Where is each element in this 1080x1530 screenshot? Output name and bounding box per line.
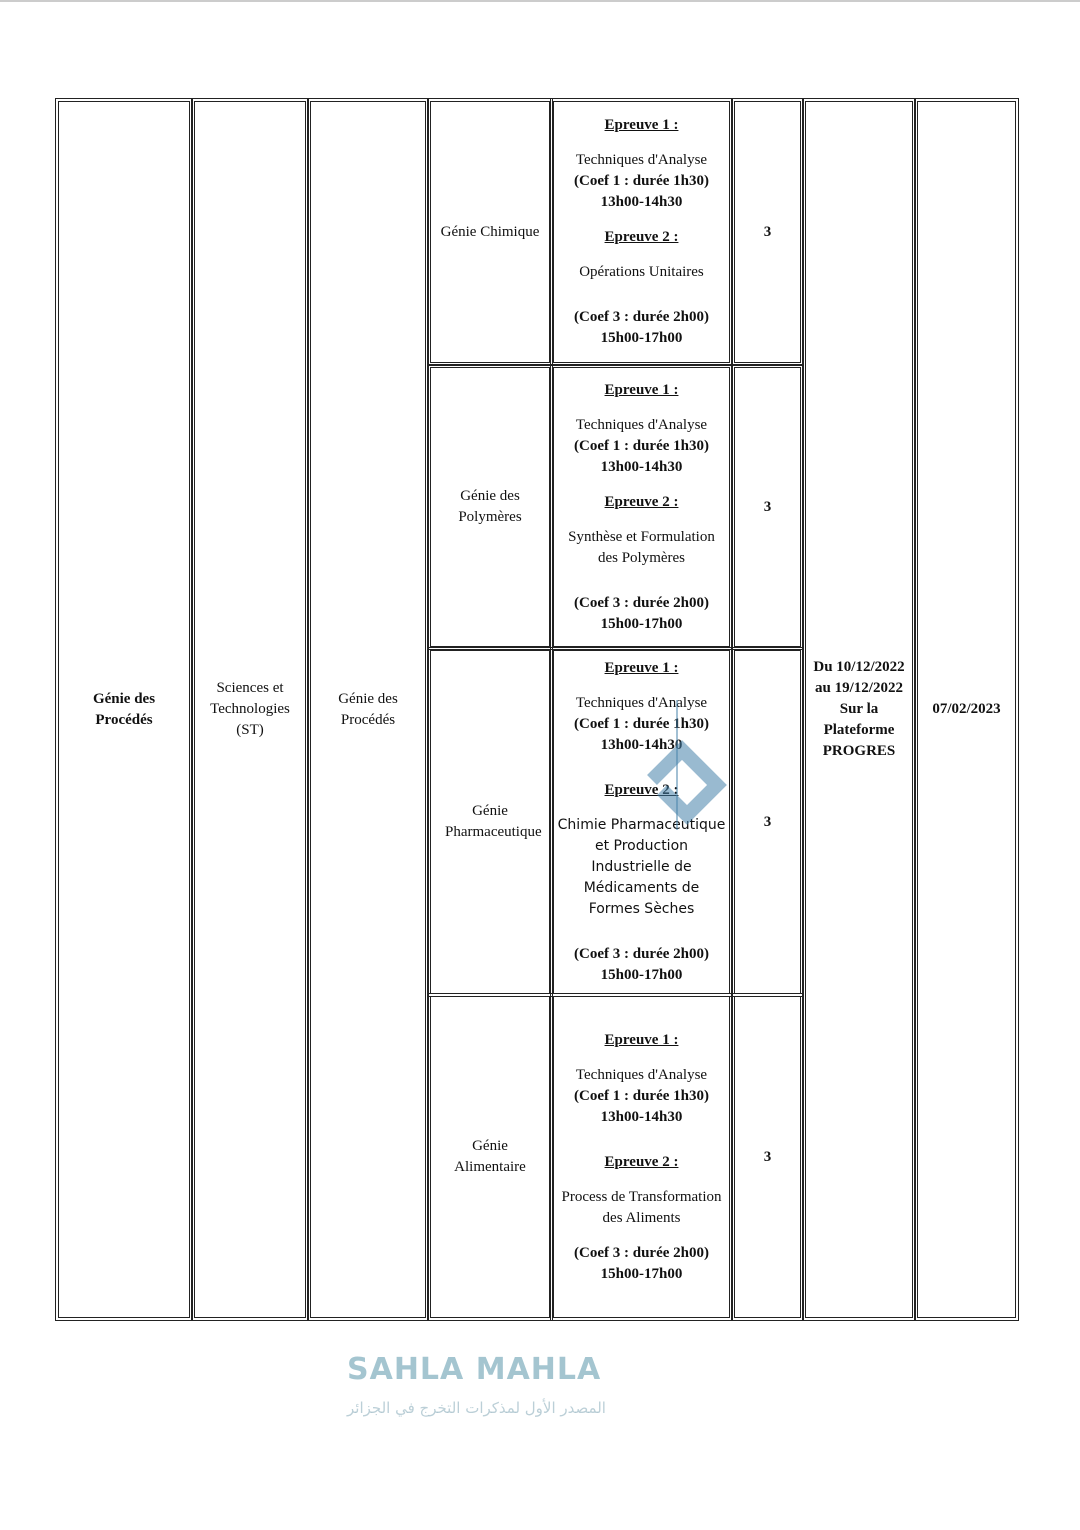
cell-epreuves: Epreuve 1 : Techniques d'Analyse (Coef 1…	[550, 364, 733, 650]
specialite-name: Génie Chimique	[440, 223, 540, 240]
domaine-text: Génie des Procédés	[92, 690, 156, 728]
places-value: 3	[763, 1148, 772, 1165]
cell-filiere-domaine: Sciences et Technologies (ST)	[191, 98, 309, 1321]
cell-domaine: Génie des Procédés	[55, 98, 193, 1321]
specialite-name: Génie des Polymères	[458, 488, 522, 525]
epreuve1-coef: (Coef 1 : durée 1h30)	[574, 716, 709, 732]
cell-epreuves: Epreuve 1 : Techniques d'Analyse (Coef 1…	[550, 993, 733, 1321]
epreuve2-coef: (Coef 3 : durée 2h00)	[574, 309, 709, 325]
epreuve1-time: 13h00-14h30	[600, 458, 683, 475]
epreuve1-coef: (Coef 1 : durée 1h30)	[574, 173, 709, 189]
cell-places: 3	[731, 98, 804, 366]
epreuve2-title: Opérations Unitaires	[579, 264, 704, 280]
epreuve2-time: 15h00-17h00	[600, 330, 683, 346]
epreuve2-label: Epreuve 2 :	[604, 1153, 679, 1170]
epreuve2-label: Epreuve 2 :	[604, 782, 679, 798]
epreuve1-label: Epreuve 1 :	[604, 381, 679, 398]
epreuve2-title: Process de Transformation des Aliments	[561, 1188, 722, 1226]
epreuve2-title: Synthèse et Formulation des Polymères	[568, 528, 715, 566]
watermark-subtitle: المصدر الأول لمذكرات التخرج في الجزائر	[347, 1399, 606, 1417]
epreuve2-time: 15h00-17h00	[600, 967, 683, 983]
periode-line: Du 10/12/2022	[813, 659, 905, 675]
epreuve2-coef: (Coef 3 : durée 2h00)	[574, 594, 709, 611]
epreuve2-label: Epreuve 2 :	[604, 229, 679, 245]
periode-line: Sur la	[839, 701, 879, 717]
epreuve1-title: Techniques d'Analyse	[575, 416, 708, 433]
epreuve1-title: Techniques d'Analyse	[575, 152, 708, 168]
epreuve1-time: 13h00-14h30	[600, 1108, 683, 1125]
epreuve2-coef: (Coef 3 : durée 2h00)	[574, 946, 709, 962]
cell-date: 07/02/2023	[914, 98, 1019, 1321]
epreuve2-time: 15h00-17h00	[600, 615, 683, 632]
cell-specialite: Génie Alimentaire	[427, 993, 553, 1321]
periode-line: PROGRES	[822, 743, 896, 759]
cell-places: 3	[731, 647, 804, 997]
cell-specialite: Génie Pharmaceutique	[427, 647, 553, 997]
epreuve2-label: Epreuve 2 :	[604, 493, 679, 510]
cell-epreuves: Epreuve 1 : Techniques d'Analyse (Coef 1…	[550, 647, 733, 997]
epreuve1-coef: (Coef 1 : durée 1h30)	[574, 1087, 709, 1104]
cell-specialite: Génie des Polymères	[427, 364, 553, 650]
places-value: 3	[763, 498, 772, 515]
epreuve1-title: Techniques d'Analyse	[575, 1066, 708, 1083]
date-text: 07/02/2023	[932, 701, 1001, 717]
filiere-domaine-text: Sciences et Technologies (ST)	[210, 680, 290, 738]
epreuve1-time: 13h00-14h30	[600, 194, 683, 210]
places-value: 3	[763, 223, 772, 240]
epreuve1-label: Epreuve 1 :	[604, 660, 679, 676]
epreuve1-coef: (Coef 1 : durée 1h30)	[574, 437, 709, 454]
places-value: 3	[763, 813, 772, 830]
epreuve2-time: 15h00-17h00	[600, 1265, 683, 1282]
specialite-name: Génie Alimentaire	[454, 1138, 526, 1175]
epreuve1-time: 13h00-14h30	[600, 737, 683, 753]
specialite-name: Génie Pharmaceutique	[445, 803, 542, 840]
epreuve2-coef: (Coef 3 : durée 2h00)	[574, 1244, 709, 1261]
top-rule	[0, 0, 1080, 2]
filiere-text: Génie des Procédés	[338, 690, 398, 728]
periode-line: au 19/12/2022	[815, 680, 903, 696]
periode-line: Plateforme	[823, 722, 895, 738]
cell-places: 3	[731, 364, 804, 650]
epreuve1-label: Epreuve 1 :	[604, 1031, 679, 1048]
cell-specialite: Génie Chimique	[427, 98, 553, 366]
watermark-title: SAHLA MAHLA	[347, 1352, 602, 1387]
cell-epreuves: Epreuve 1 : Techniques d'Analyse (Coef 1…	[550, 98, 733, 366]
cell-places: 3	[731, 993, 804, 1321]
epreuve1-label: Epreuve 1 :	[604, 117, 679, 133]
epreuve2-title: Chimie Pharmaceutique et Production Indu…	[557, 817, 726, 917]
cell-periode: Du 10/12/2022 au 19/12/2022 Sur la Plate…	[802, 98, 916, 1321]
cell-filiere: Génie des Procédés	[307, 98, 429, 1321]
epreuve1-title: Techniques d'Analyse	[575, 695, 708, 711]
